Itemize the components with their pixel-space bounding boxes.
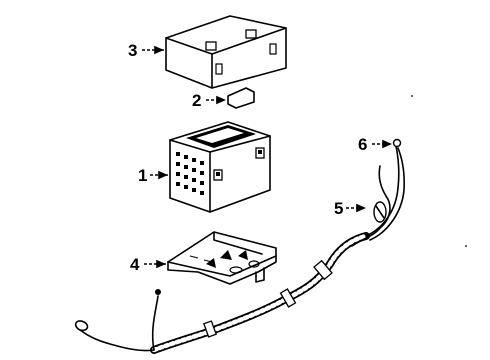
callout-5-label: 5 [334,199,343,218]
callout-3: 3 [128,41,164,60]
speck [465,245,467,247]
battery-tray [167,231,277,285]
battery-hold-down-retainer [227,87,255,109]
callout-1: 1 [138,166,168,185]
battery-cover [165,15,287,89]
battery-cable-harness [74,138,405,354]
callout-6: 6 [358,135,392,154]
callout-2-label: 2 [192,91,201,110]
battery [169,121,271,213]
callout-1-label: 1 [138,166,147,185]
callout-6-label: 6 [358,135,367,154]
callout-2: 2 [192,91,226,110]
speck [411,95,413,97]
callout-5: 5 [334,199,366,218]
callout-4: 4 [130,255,166,274]
callout-4-label: 4 [130,255,140,274]
callout-3-label: 3 [128,41,137,60]
